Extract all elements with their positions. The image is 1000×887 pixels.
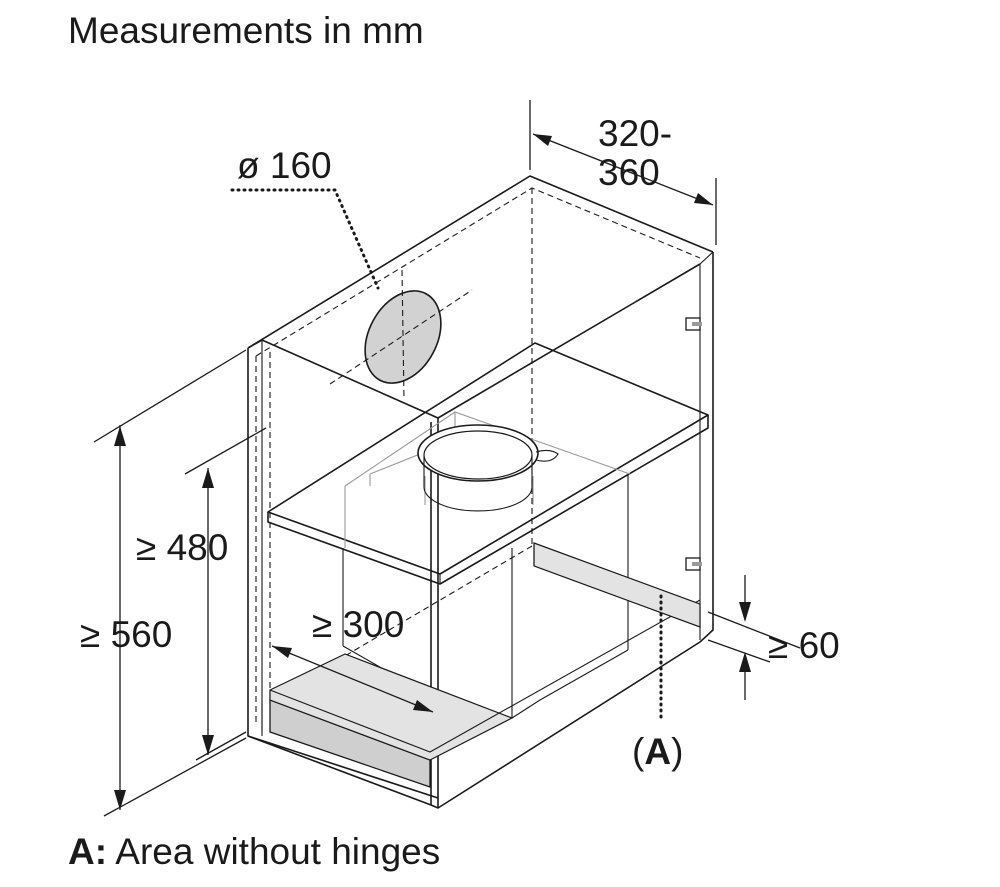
depth-dimension <box>529 100 717 245</box>
area-marker-label: (A) <box>632 731 683 772</box>
height-480-label: ≥ 480 <box>136 527 228 568</box>
duct-opening-icon <box>329 269 473 401</box>
legend-key: A: <box>68 831 107 872</box>
width-300-dimension <box>271 645 434 713</box>
duct-diameter-label: ø 160 <box>237 145 332 186</box>
shelf <box>267 342 709 585</box>
width-300-label: ≥ 300 <box>312 604 404 645</box>
hood-unit-outline <box>344 411 631 548</box>
height-480-dimension <box>184 427 267 761</box>
depth-label-top: 320- <box>598 113 672 154</box>
page-title: Measurements in mm <box>68 10 424 51</box>
depth-label-bottom: 360 <box>598 152 660 193</box>
plinth-60-dimension <box>707 575 801 700</box>
hinge-bottom-icon <box>685 557 702 571</box>
height-560-label: ≥ 560 <box>80 614 172 655</box>
legend-text: Area without hinges <box>107 831 440 872</box>
hinge-top-icon <box>685 317 702 331</box>
legend-note: A: Area without hinges <box>68 831 440 872</box>
plinth-60-label: ≥ 60 <box>768 625 840 666</box>
plinth-recess <box>269 542 701 788</box>
duct-collar <box>417 424 559 512</box>
height-560-dimension <box>93 349 247 817</box>
